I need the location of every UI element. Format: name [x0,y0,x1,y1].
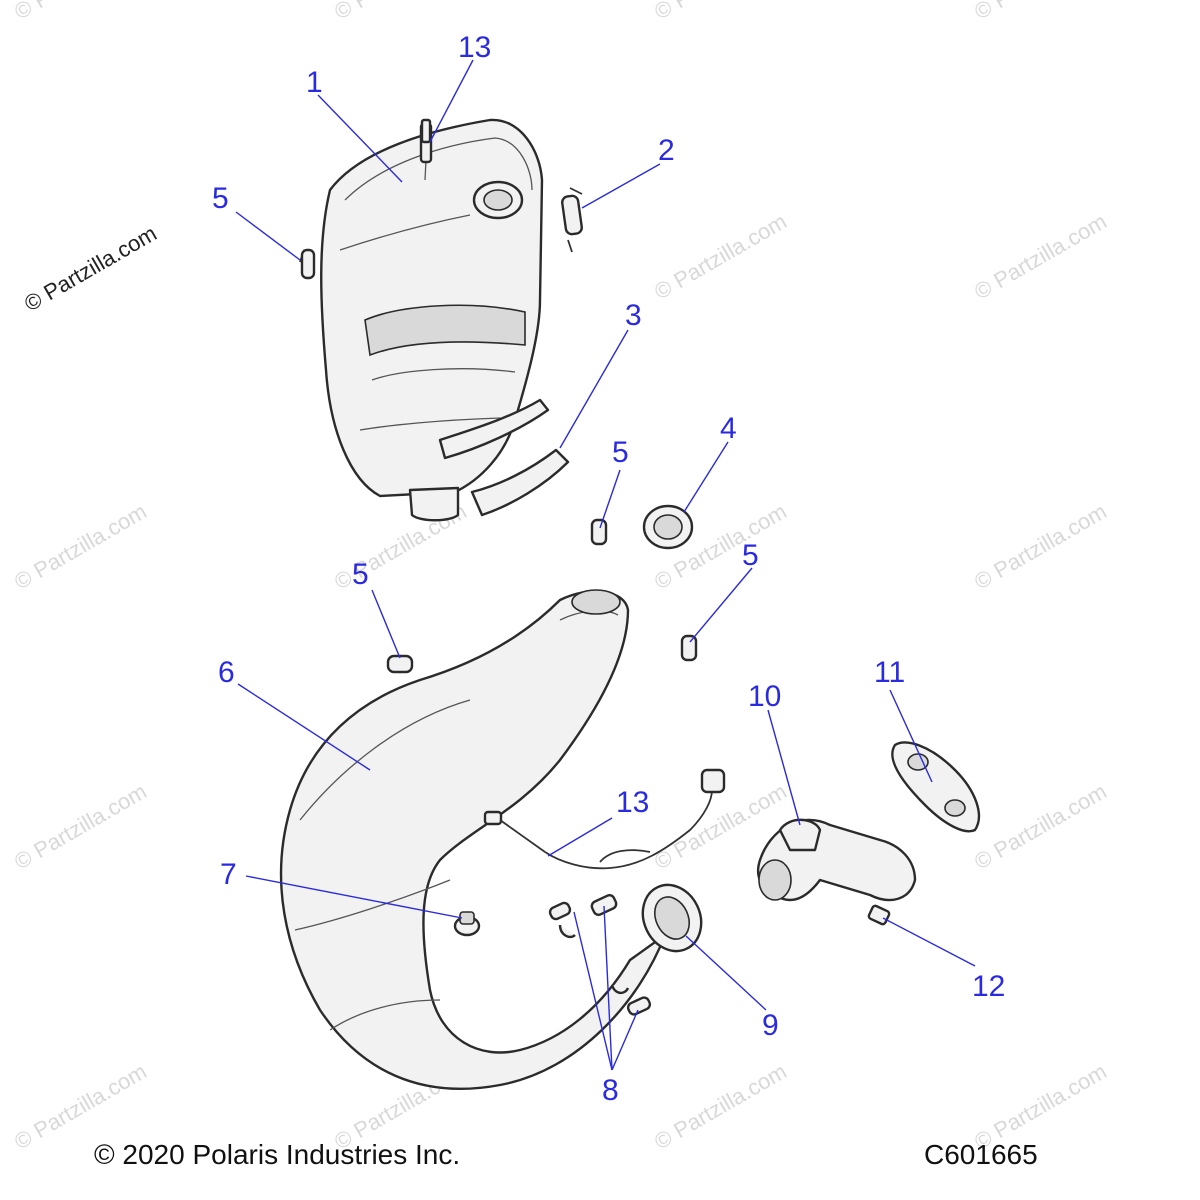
watermark: © Partzilla.com [970,779,1111,875]
leader-line [889,689,933,783]
watermark-dark: © Partzilla.com [20,221,161,317]
callout-4: 4 [720,412,737,445]
spring-small-part [299,248,316,280]
clamp-ring-part [641,883,703,953]
watermark: © Partzilla.com [650,1059,791,1155]
bolt-part [867,904,891,926]
callouts: 1 13 2 5 3 5 4 5 5 6 10 11 13 7 9 12 8 [212,31,1005,1107]
spring-small-part [590,518,608,546]
plug-part [453,911,481,937]
leader-line [603,905,613,1071]
callout-3: 3 [625,299,642,332]
callout-1: 1 [306,66,323,99]
callout-10: 10 [748,680,781,713]
figure-code: C601665 [924,1139,1038,1170]
leader-line [599,469,621,529]
expansion-chamber-part [279,589,667,1090]
leader-line [611,1009,639,1071]
spring-small-part [680,634,698,662]
leader-line [685,935,767,1011]
leader-line [317,94,403,183]
manifold-gasket-part [891,741,981,833]
o2-sensor-part [483,768,726,870]
watermark: © Partzilla.com [650,209,791,305]
leader-line [371,589,401,659]
leader-line [573,911,613,1071]
watermark: © Partzilla.com [970,499,1111,595]
leader-line [547,817,613,857]
leader-line [581,163,661,209]
leader-line [237,683,371,771]
watermark: © Partzilla.com [10,499,151,595]
watermark: © Partzilla.com [10,0,151,24]
watermark: © Partzilla.com [970,209,1111,305]
callout-5-middle: 5 [612,436,629,469]
callout-12: 12 [972,970,1005,1003]
callout-6: 6 [218,656,235,689]
muffler-part [320,118,550,522]
leader-line [689,567,753,643]
leader-line [683,441,729,513]
leader-line [767,709,801,826]
heat-shield-part [470,448,570,517]
sensor-part [420,118,432,144]
watermark: © Partzilla.com [330,0,471,24]
callout-13-bottom: 13 [616,786,649,819]
leader-line [882,917,976,967]
leader-lines [235,59,976,1071]
leader-line [245,875,463,919]
leader-line [235,211,301,261]
callout-8: 8 [602,1074,619,1107]
callout-5-top-left: 5 [212,182,229,215]
watermark: © Partzilla.com [10,779,151,875]
gasket-ring-part [642,504,694,550]
watermark-layer: © Partzilla.com © Partzilla.com © Partzi… [10,0,1111,1154]
leader-line [559,329,629,449]
callout-2: 2 [658,134,675,167]
callout-13-top: 13 [458,31,491,64]
callout-11: 11 [874,656,905,689]
watermark: © Partzilla.com [650,0,791,24]
callout-7: 7 [220,858,237,891]
watermark: © Partzilla.com [970,0,1111,24]
spring-part-8 [548,894,652,1016]
copyright-text: © 2020 Polaris Industries Inc. [94,1139,460,1170]
leader-line [429,59,474,143]
spring-small-part [386,654,414,674]
spring-part [561,187,583,253]
manifold-part [756,818,917,902]
callout-5-left: 5 [352,558,369,591]
callout-9: 9 [762,1009,779,1042]
callout-5-right: 5 [742,539,759,572]
